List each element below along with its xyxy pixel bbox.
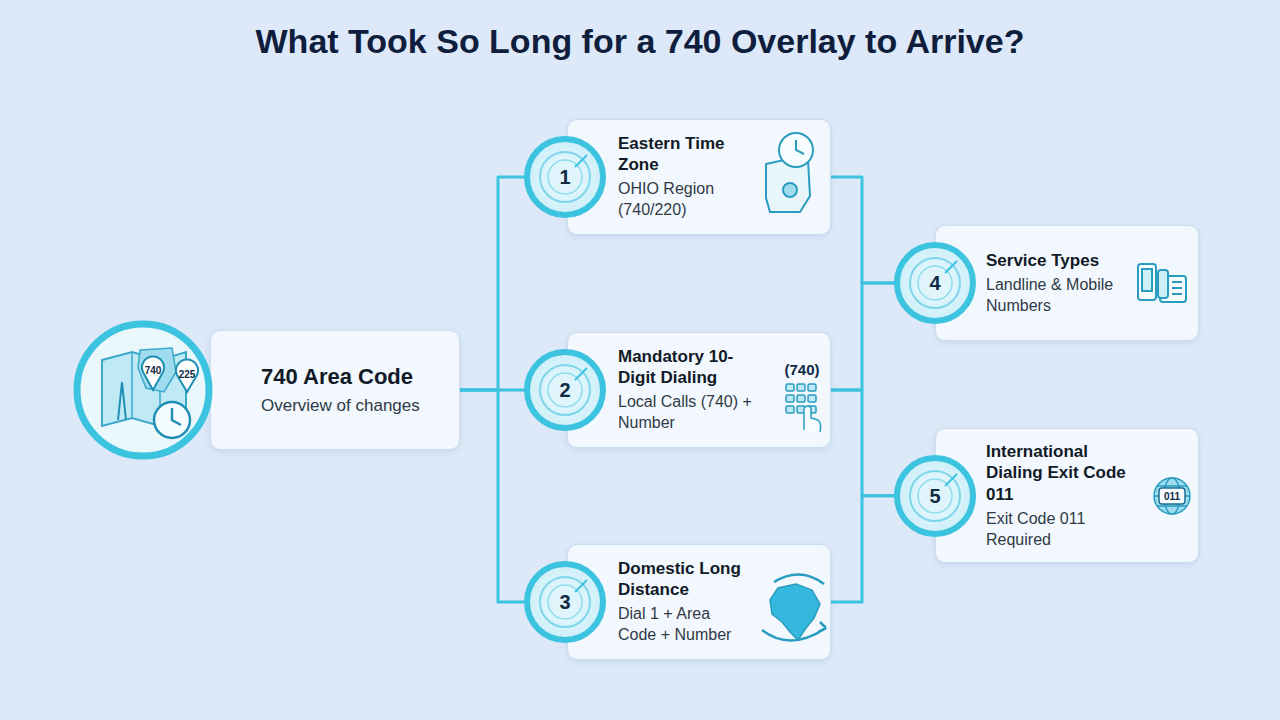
connector-line <box>460 177 531 390</box>
card-heading: Service Types <box>986 250 1124 271</box>
connector-line <box>831 177 899 283</box>
callout-number: 3 <box>559 591 570 614</box>
card-body: Dial 1 + Area Code + Number <box>618 604 750 646</box>
topic-card: Domestic Long DistanceDial 1 + Area Code… <box>567 544 831 660</box>
card-body: Overview of changes <box>261 395 445 417</box>
topic-card: Service TypesLandline & Mobile Numbers <box>935 225 1199 341</box>
card-heading: International Dialing Exit Code 011 <box>986 441 1138 505</box>
card-body: Exit Code 011 Required <box>986 509 1138 551</box>
callout-number: 5 <box>929 485 940 508</box>
connector-line <box>831 390 899 496</box>
callout-number: 4 <box>929 272 940 295</box>
connector-line <box>460 390 531 602</box>
topic-card: Eastern Time ZoneOHIO Region (740/220) <box>567 119 831 235</box>
hub-icon <box>77 324 209 456</box>
topic-card: International Dialing Exit Code 011Exit … <box>935 428 1199 563</box>
icon-label: 011 <box>1164 491 1180 502</box>
callout-number: 1 <box>559 166 570 189</box>
card-heading: 740 Area Code <box>261 363 445 391</box>
connector-line <box>831 496 899 602</box>
card-body: Landline & Mobile Numbers <box>986 275 1124 317</box>
icon-label: 740 <box>145 365 162 376</box>
card-heading: Eastern Time Zone <box>618 133 764 176</box>
card-heading: Domestic Long Distance <box>618 558 750 601</box>
hub-card: 740 Area CodeOverview of changes <box>210 330 460 450</box>
callout-number: 2 <box>559 379 570 402</box>
card-heading: Mandatory 10-Digit Dialing <box>618 346 764 389</box>
icon-label: (740) <box>784 361 819 378</box>
card-body: OHIO Region (740/220) <box>618 179 764 221</box>
topic-card: Mandatory 10-Digit DialingLocal Calls (7… <box>567 332 831 448</box>
icon-label: 225 <box>179 369 196 380</box>
diagram-title: What Took So Long for a 740 Overlay to A… <box>0 22 1280 61</box>
card-body: Local Calls (740) + Number <box>618 392 764 434</box>
connector-line <box>831 283 899 390</box>
